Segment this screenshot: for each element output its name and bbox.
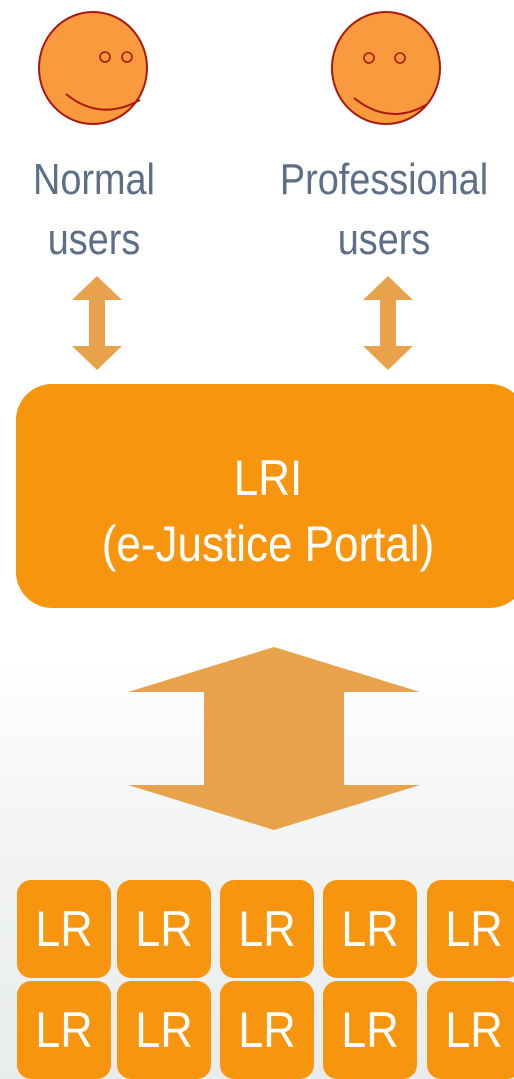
normal-users-label: Normal users (17, 150, 172, 270)
land-register-box: LR (323, 880, 417, 978)
normal-user-double-arrow-icon (70, 276, 124, 375)
land-register-label: LR (341, 901, 399, 957)
land-register-box: LR (220, 981, 314, 1079)
land-register-label: LR (341, 1002, 399, 1058)
land-register-label: LR (238, 901, 296, 957)
professional-user-smiley-icon (329, 10, 445, 126)
land-register-box: LR (323, 981, 417, 1079)
land-register-box: LR (220, 880, 314, 978)
professional-users-label-line2: users (337, 215, 431, 264)
portal-registers-double-arrow-icon (126, 647, 422, 835)
land-register-label: LR (445, 1002, 503, 1058)
land-register-box: LR (117, 981, 211, 1079)
professional-user-double-arrow-icon (361, 276, 415, 375)
professional-users-label-line1: Professional (279, 155, 489, 204)
land-register-label: LR (135, 1002, 193, 1058)
land-register-label: LR (35, 901, 93, 957)
land-register-box: LR (427, 981, 514, 1079)
lri-portal-box: LRI (e-Justice Portal) (16, 384, 514, 608)
normal-users-label-line1: Normal (33, 155, 155, 204)
land-register-box: LR (117, 880, 211, 978)
normal-users-label-line2: users (47, 215, 141, 264)
portal-subtitle: (e-Justice Portal) (101, 516, 435, 572)
land-register-box: LR (17, 981, 111, 1079)
land-register-box: LR (17, 880, 111, 978)
portal-title: LRI (233, 450, 303, 506)
land-register-label: LR (238, 1002, 296, 1058)
land-register-label: LR (35, 1002, 93, 1058)
land-register-label: LR (445, 901, 503, 957)
normal-user-smiley-icon (36, 10, 152, 126)
land-register-label: LR (135, 901, 193, 957)
land-register-box: LR (427, 880, 514, 978)
professional-users-label: Professional users (255, 150, 513, 270)
